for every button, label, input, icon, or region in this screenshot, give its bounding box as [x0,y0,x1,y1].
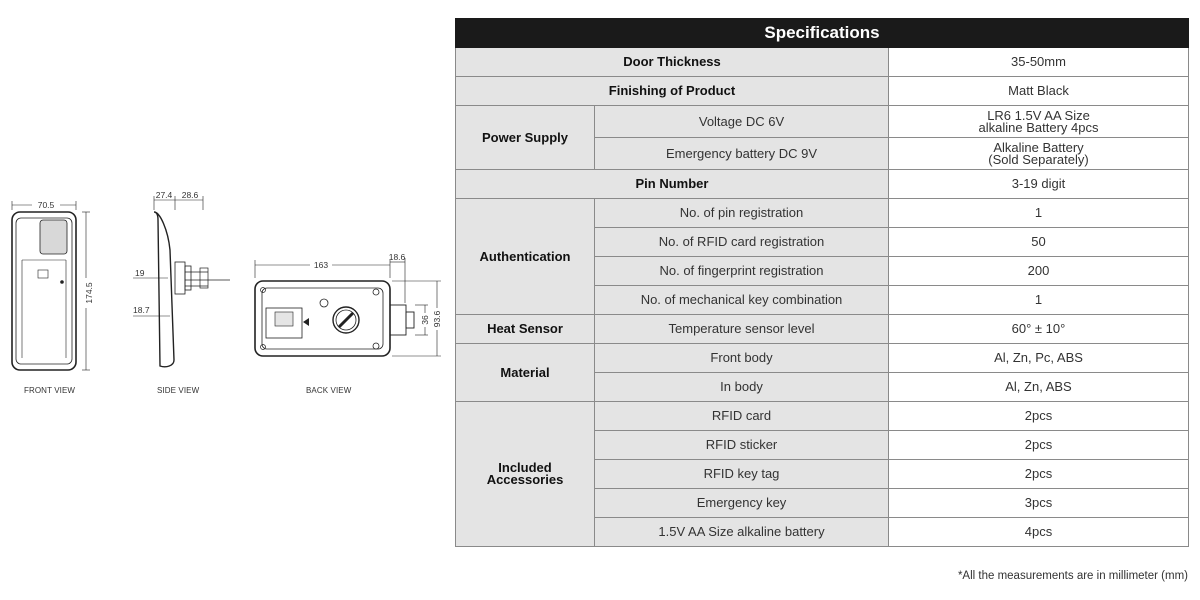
value-line: (Sold Separately) [988,151,1089,167]
value-line: alkaline Battery 4pcs [978,119,1099,135]
back-width-dim: 163 [314,260,328,270]
power-supply-label: Power Supply [455,105,595,170]
finishing-value: Matt Black [888,76,1189,106]
accessories-sub: RFID card [594,401,889,431]
side-left-dim-b: 18.7 [133,305,150,315]
table-row: Authentication No. of pin registration 1 [455,198,1189,315]
side-top-dim-b: 28.6 [182,190,199,200]
table-title: Specifications [455,18,1189,48]
heat-sensor-value: 60° ± 10° [888,314,1189,344]
accessories-value: 2pcs [888,430,1189,460]
material-value: Al, Zn, ABS [888,372,1189,402]
door-thickness-value: 35-50mm [888,47,1189,77]
front-height-dim: 174.5 [84,282,94,304]
table-row: Pin Number 3-19 digit [455,169,1189,199]
specifications-table: Specifications Door Thickness 35-50mm Fi… [455,18,1189,547]
accessories-label-line: Included [498,460,552,475]
authentication-value: 1 [888,198,1189,228]
accessories-value: 3pcs [888,488,1189,518]
authentication-value: 1 [888,285,1189,315]
measurement-footnote: *All the measurements are in millimeter … [957,570,1188,582]
authentication-value: 50 [888,227,1189,257]
accessories-label-line: Accessories [486,472,564,487]
front-view-drawing [11,201,90,371]
power-supply-value: Alkaline Battery (Sold Separately) [888,137,1189,170]
back-height-dim: 93.6 [432,310,442,327]
authentication-sub: No. of fingerprint registration [594,256,889,286]
technical-drawings: 70.5 174.5 27.4 28.6 19 18.7 [0,0,452,600]
pin-number-label: Pin Number [455,169,889,199]
table-row: Heat Sensor Temperature sensor level 60°… [455,314,1189,344]
power-supply-value: LR6 1.5V AA Size alkaline Battery 4pcs [888,105,1189,138]
table-row: Door Thickness 35-50mm [455,47,1189,77]
table-row: RFID key tag 2pcs [456,459,1189,489]
material-label: Material [455,343,595,402]
table-row: 1.5V AA Size alkaline battery 4pcs [456,517,1189,547]
accessories-value: 4pcs [888,517,1189,547]
material-sub: Front body [594,343,889,373]
accessories-sub: Emergency key [594,488,889,518]
material-sub: In body [594,372,889,402]
side-view-label: SIDE VIEW [157,386,200,395]
table-row: No. of RFID card registration 50 [456,227,1189,257]
authentication-sub: No. of RFID card registration [594,227,889,257]
accessories-sub: 1.5V AA Size alkaline battery [594,517,889,547]
accessories-value: 2pcs [888,459,1189,489]
accessories-value: 2pcs [888,401,1189,431]
back-view-drawing [254,258,441,357]
value-line: LR6 1.5V AA Size [987,107,1090,123]
table-row: No. of mechanical key combination 1 [456,285,1189,315]
power-supply-sub: Emergency battery DC 9V [594,137,889,170]
authentication-sub: No. of mechanical key combination [594,285,889,315]
accessories-label: Included Accessories [455,401,595,547]
back-view-label: BACK VIEW [306,386,352,395]
accessories-sub: RFID sticker [594,430,889,460]
table-row: No. of fingerprint registration 200 [456,256,1189,286]
table-row: RFID sticker 2pcs [456,430,1189,460]
table-row: In body Al, Zn, ABS [456,372,1189,402]
pin-number-value: 3-19 digit [888,169,1189,199]
material-value: Al, Zn, Pc, ABS [888,343,1189,373]
table-row: Finishing of Product Matt Black [455,76,1189,106]
authentication-value: 200 [888,256,1189,286]
side-top-dim-a: 27.4 [156,190,173,200]
power-supply-sub: Voltage DC 6V [594,105,889,138]
table-row: Included Accessories RFID card 2pcs [455,401,1189,547]
side-view-drawing [133,196,230,368]
heat-sensor-sub: Temperature sensor level [594,314,889,344]
table-row: Emergency battery DC 9V Alkaline Battery… [456,137,1189,170]
back-width-dim-b: 18.6 [389,252,406,262]
door-thickness-label: Door Thickness [455,47,889,77]
heat-sensor-label: Heat Sensor [455,314,595,344]
accessories-sub: RFID key tag [594,459,889,489]
back-small-height-dim: 36 [420,315,430,325]
front-view-label: FRONT VIEW [24,386,76,395]
authentication-sub: No. of pin registration [594,198,889,228]
table-row: Power Supply Voltage DC 6V LR6 1.5V AA S… [455,105,1189,170]
table-row: Material Front body Al, Zn, Pc, ABS [455,343,1189,402]
front-width-dim: 70.5 [38,200,55,210]
authentication-label: Authentication [455,198,595,315]
drawing-canvas: 70.5 174.5 27.4 28.6 19 18.7 [11,190,442,371]
side-left-dim-a: 19 [135,268,145,278]
value-line: Alkaline Battery [993,139,1084,155]
finishing-label: Finishing of Product [455,76,889,106]
